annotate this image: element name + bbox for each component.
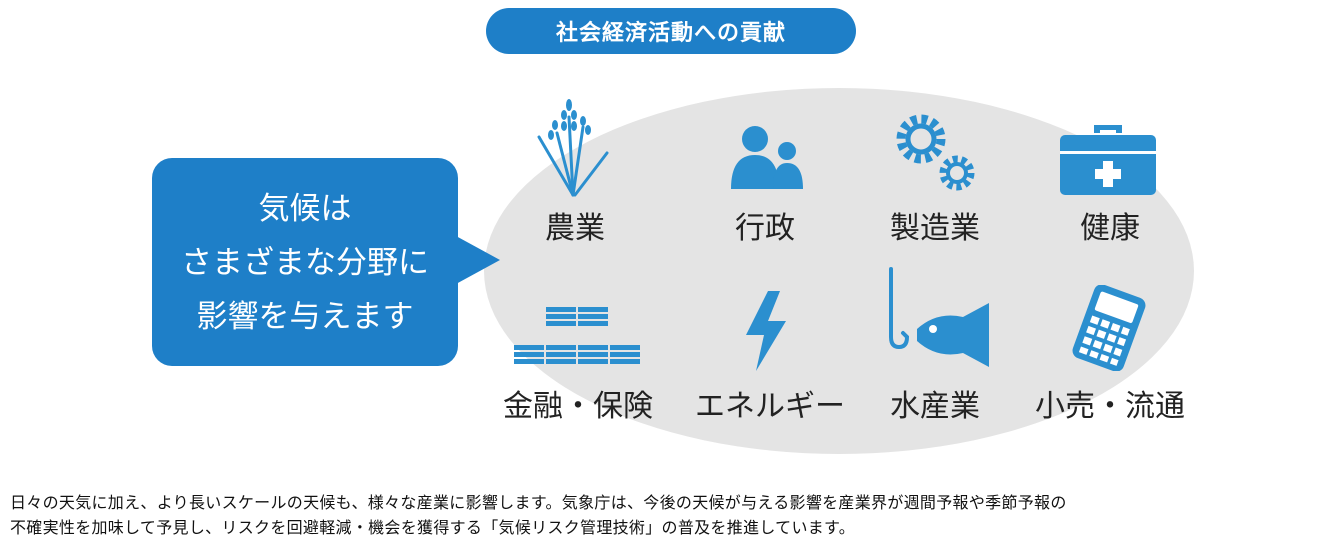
medical-kit-icon (1060, 125, 1156, 195)
calculator-icon (1072, 285, 1146, 371)
sector-finance-insurance: 金融・保険 (488, 285, 668, 425)
sector-health: 健康 (1040, 95, 1180, 255)
people-icon (731, 126, 803, 189)
money-stacks-icon (514, 307, 640, 364)
sector-administration: 行政 (695, 95, 835, 255)
sector-label: 小売・流通 (1035, 389, 1185, 424)
sector-label: エネルギー (695, 389, 845, 424)
caption-line: 不確実性を加味して予見し、リスクを回避軽減・機会を獲得する「気候リスク管理技術」… (10, 518, 856, 537)
title-text: 社会経済活動への貢献 (555, 21, 786, 46)
sector-label: 水産業 (890, 389, 980, 424)
sector-agriculture: 農業 (505, 95, 645, 255)
caption-line: 日々の天気に加え、より長いスケールの天候も、様々な産業に影響します。気象庁は、今… (10, 493, 1067, 512)
bubble-line: さまざまな分野に (181, 245, 429, 281)
sector-fisheries: 水産業 (865, 265, 1005, 425)
fish-hook-icon (889, 267, 989, 367)
rice-icon (537, 99, 609, 197)
sector-label: 製造業 (890, 211, 980, 246)
bubble-line: 影響を与えます (196, 299, 414, 335)
speech-bubble: 気候は さまざまな分野に 影響を与えます (152, 158, 458, 366)
sector-retail-distribution: 小売・流通 (1020, 285, 1200, 425)
sector-label: 行政 (735, 211, 795, 246)
lightning-icon (746, 291, 786, 371)
gears-icon (896, 114, 975, 191)
sector-energy: エネルギー (680, 285, 860, 425)
bubble-text: 気候は さまざまな分野に 影響を与えます (152, 182, 458, 344)
sector-label: 健康 (1080, 211, 1140, 246)
bubble-line: 気候は (258, 191, 352, 227)
sector-label: 金融・保険 (503, 389, 653, 424)
sector-label: 農業 (545, 211, 605, 246)
caption: 日々の天気に加え、より長いスケールの天候も、様々な産業に影響します。気象庁は、今… (10, 490, 1335, 540)
bubble-tail (456, 236, 500, 284)
title-badge: 社会経済活動への貢献 (486, 8, 856, 54)
sector-manufacturing: 製造業 (865, 95, 1005, 255)
